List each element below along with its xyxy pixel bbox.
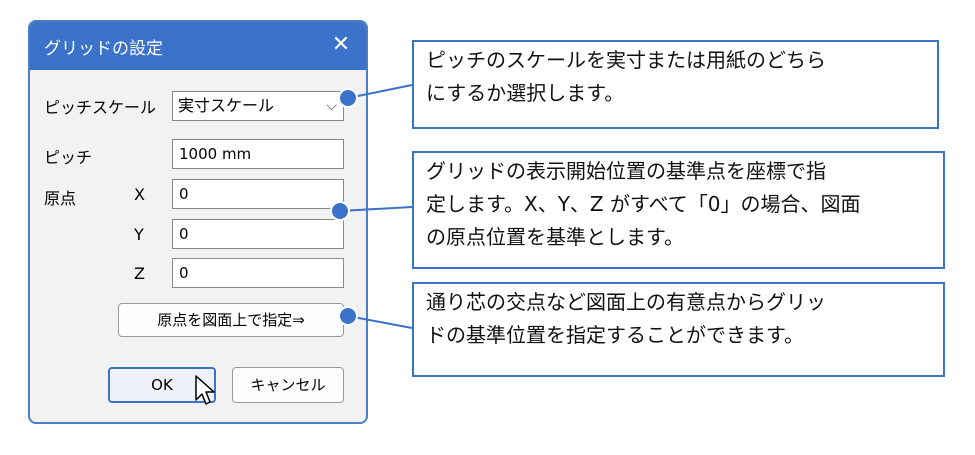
callout-line: グリッドの表示開始位置の基準点を座標で指: [426, 159, 826, 183]
chevron-down-icon: ⌵: [326, 98, 337, 114]
callout-pitch-scale: ピッチのスケールを実寸または用紙のどちら にするか選択します。: [412, 40, 939, 129]
callout-line: ピッチのスケールを実寸または用紙のどちら: [426, 48, 826, 72]
callout-line: 定します。X、Y、Z がすべて「0」の場合、図面: [426, 192, 861, 216]
callout-pick-origin: 通り芯の交点など図面上の有意点からグリッ ドの基準位置を指定することができます。: [412, 282, 945, 377]
pitch-scale-value: 実寸スケール: [178, 96, 275, 115]
callout-line: にするか選択します。: [426, 81, 625, 105]
callout-line: の原点位置を基準とします。: [426, 225, 684, 249]
title-bar: グリッドの設定 ✕: [30, 22, 366, 70]
pitch-scale-label: ピッチスケール: [44, 98, 157, 117]
origin-x-input[interactable]: 0: [172, 179, 344, 209]
y-label: Y: [134, 225, 144, 244]
origin-label: 原点: [44, 189, 77, 208]
origin-y-input[interactable]: 0: [172, 219, 344, 249]
close-icon[interactable]: ✕: [331, 32, 351, 57]
dialog-title: グリッドの設定: [44, 39, 163, 59]
cancel-button[interactable]: キャンセル: [232, 367, 344, 403]
callout-line: 通り芯の交点など図面上の有意点からグリッ: [426, 290, 826, 314]
grid-settings-dialog: グリッドの設定 ✕ ピッチスケール 実寸スケール ⌵ ピッチ 1000 mm 原…: [28, 20, 368, 424]
z-label: Z: [134, 264, 145, 283]
pick-origin-button[interactable]: 原点を図面上で指定⇒: [118, 303, 344, 337]
pitch-input[interactable]: 1000 mm: [172, 139, 344, 169]
pitch-scale-select[interactable]: 実寸スケール ⌵: [172, 91, 344, 121]
pitch-label: ピッチ: [44, 148, 93, 167]
callout-line: ドの基準位置を指定することができます。: [426, 323, 804, 347]
origin-z-input[interactable]: 0: [172, 258, 344, 288]
mouse-cursor-icon: [195, 375, 215, 405]
x-label: X: [134, 185, 145, 204]
callout-origin: グリッドの表示開始位置の基準点を座標で指 定します。X、Y、Z がすべて「0」の…: [412, 151, 945, 269]
